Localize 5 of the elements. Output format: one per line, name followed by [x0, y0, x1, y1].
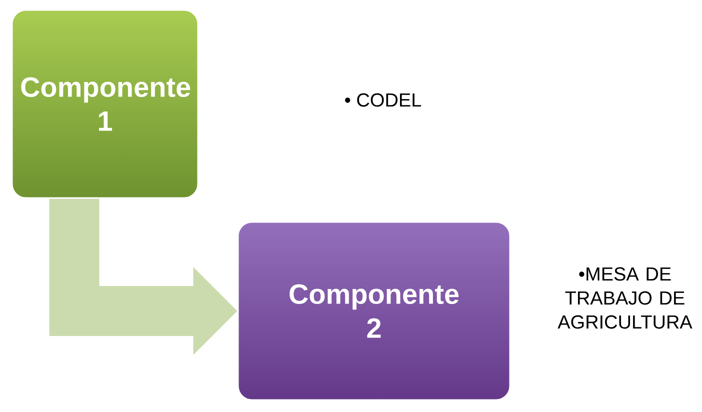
arrow — [49, 198, 238, 355]
process-box: Componente 1 — [11, 9, 199, 199]
bullet-text: •MESA DE TRABAJO DE AGRICULTURA — [558, 267, 692, 329]
process-box: Componente 2 — [237, 221, 511, 401]
bullet-text: • CODEL — [345, 93, 422, 107]
